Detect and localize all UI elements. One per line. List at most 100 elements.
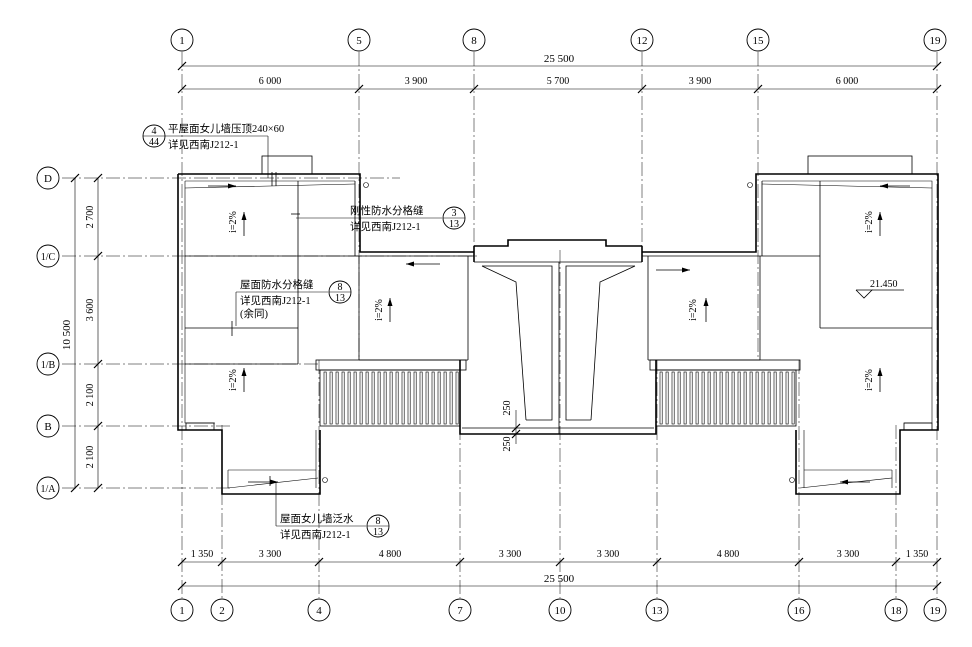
building-right-wing bbox=[642, 155, 939, 495]
note-line: 平屋面女儿墙压顶240×60 bbox=[168, 122, 284, 135]
ref-circle-bottom: 13 bbox=[335, 293, 345, 304]
balcony-bar bbox=[437, 371, 441, 425]
balcony-bar bbox=[695, 371, 699, 425]
elevation-value: 21.450 bbox=[870, 279, 898, 290]
top-dimensions: 25 500 6 000 3 900 5 700 3 900 6 000 bbox=[177, 53, 942, 94]
axis-bubble-label: 19 bbox=[930, 605, 942, 617]
bottom-dim: 3 300 bbox=[837, 549, 860, 560]
balcony-bar bbox=[761, 371, 765, 425]
balcony-bar bbox=[725, 371, 729, 425]
balcony-bar bbox=[419, 371, 423, 425]
slope-label: i=2% bbox=[864, 369, 875, 391]
balcony-bar bbox=[401, 371, 405, 425]
note-line: 详见西南J212-1 bbox=[350, 220, 421, 233]
bottom-dim: 3 300 bbox=[597, 549, 620, 560]
balcony-bar bbox=[737, 371, 741, 425]
note-rigid-joint: 刚性防水分格缝 详见西南J212-1 3 13 bbox=[296, 204, 466, 233]
slope-labels: i=2% i=2% i=2% i=2% i=2% i=2% bbox=[228, 211, 883, 392]
balcony-bar bbox=[785, 371, 789, 425]
slope-label: i=2% bbox=[864, 211, 875, 233]
balcony-right bbox=[649, 359, 801, 427]
bottom-dim: 3 300 bbox=[259, 549, 282, 560]
balcony-bar bbox=[395, 371, 399, 425]
axis-bubble-label: 7 bbox=[457, 605, 463, 617]
axis-bubble-label: 4 bbox=[316, 605, 322, 617]
bottom-dim: 1 350 bbox=[191, 549, 214, 560]
top-dim: 6 000 bbox=[836, 76, 859, 87]
balcony-bar bbox=[383, 371, 387, 425]
ref-circle-top: 3 bbox=[452, 208, 457, 219]
axis-bubble-label: 2 bbox=[219, 605, 225, 617]
slope-label: i=2% bbox=[374, 299, 385, 321]
axis-bubble-label: 1/B bbox=[41, 360, 56, 371]
note-parapet-flashing: 屋面女儿墙泛水 详见西南J212-1 8 13 bbox=[275, 482, 390, 541]
bottom-axis-bubbles: 1 2 4 7 10 13 16 18 19 bbox=[170, 598, 947, 622]
balcony-bar bbox=[365, 371, 369, 425]
building-left-wing bbox=[177, 155, 474, 495]
note-line: 详见西南J212-1 bbox=[240, 294, 311, 307]
ref-circle-bottom: 44 bbox=[149, 137, 159, 148]
bottom-dimensions: 1 350 3 300 4 800 3 300 3 300 4 800 3 30… bbox=[177, 549, 942, 591]
left-dim: 2 700 bbox=[85, 206, 96, 229]
axis-bubble-label: 5 bbox=[356, 35, 362, 47]
note-line: 刚性防水分格缝 bbox=[350, 204, 424, 217]
elevation-mark: 21.450 bbox=[855, 279, 904, 299]
balcony-bar bbox=[683, 371, 687, 425]
balcony-left bbox=[315, 359, 467, 427]
balcony-bar bbox=[791, 371, 795, 425]
balcony-bar bbox=[707, 371, 711, 425]
balcony-bar bbox=[767, 371, 771, 425]
balcony-bar bbox=[407, 371, 411, 425]
left-dim: 3 600 bbox=[85, 299, 96, 322]
top-axis-bubbles: 1 5 8 12 15 19 bbox=[170, 28, 947, 52]
balcony-bar bbox=[431, 371, 435, 425]
axis-bubble-label: 10 bbox=[555, 605, 567, 617]
ref-circle-top: 8 bbox=[338, 282, 343, 293]
balcony-bar bbox=[659, 371, 663, 425]
axis-bubble-label: 1 bbox=[179, 605, 185, 617]
ref-circle-top: 8 bbox=[376, 516, 381, 527]
axis-bubble-label: 8 bbox=[471, 35, 477, 47]
balcony-bar bbox=[335, 371, 339, 425]
axis-bubble-label: 19 bbox=[930, 35, 942, 47]
axis-bubble-label: 12 bbox=[637, 35, 648, 47]
balcony-bar bbox=[755, 371, 759, 425]
balcony-bar bbox=[671, 371, 675, 425]
balcony-bar bbox=[731, 371, 735, 425]
slope-label: i=2% bbox=[228, 211, 239, 233]
left-axis-bubbles: D 1/C 1/B B 1/A bbox=[36, 166, 60, 500]
ref-circle-bottom: 13 bbox=[449, 219, 459, 230]
axis-bubble-label: B bbox=[44, 421, 51, 433]
slope-label: i=2% bbox=[688, 299, 699, 321]
note-line: (余同) bbox=[240, 307, 268, 320]
balcony-bar bbox=[353, 371, 357, 425]
top-dim: 6 000 bbox=[259, 76, 282, 87]
balcony-bar bbox=[677, 371, 681, 425]
balcony-bar bbox=[443, 371, 447, 425]
balcony-bar bbox=[779, 371, 783, 425]
balcony-bar bbox=[425, 371, 429, 425]
left-total-dim: 10 500 bbox=[61, 319, 73, 350]
axis-bubble-label: 1 bbox=[179, 35, 185, 47]
axis-bubble-label: 1/A bbox=[41, 484, 57, 495]
balcony-bar bbox=[449, 371, 453, 425]
balcony-bar bbox=[347, 371, 351, 425]
left-dim: 2 100 bbox=[85, 384, 96, 407]
balcony-bar bbox=[719, 371, 723, 425]
top-dim: 3 900 bbox=[405, 76, 428, 87]
central-core: 250 250 bbox=[459, 239, 657, 452]
note-parapet-cap: 4 44 平屋面女儿墙压顶240×60 详见西南J212-1 bbox=[142, 122, 284, 178]
balcony-bar bbox=[743, 371, 747, 425]
top-total-dim: 25 500 bbox=[544, 53, 575, 65]
axis-bubble-label: 18 bbox=[891, 605, 903, 617]
bottom-total-dim: 25 500 bbox=[544, 573, 575, 585]
bottom-dim: 4 800 bbox=[717, 549, 740, 560]
balcony-bar bbox=[689, 371, 693, 425]
note-roof-joint: 屋面防水分格缝 详见西南J212-1 (余同) 8 13 bbox=[235, 278, 352, 326]
note-line: 屋面防水分格缝 bbox=[240, 278, 314, 291]
left-dim: 2 100 bbox=[85, 446, 96, 469]
note-line: 屋面女儿墙泛水 bbox=[280, 512, 354, 525]
bottom-dim: 1 350 bbox=[906, 549, 929, 560]
balcony-bar bbox=[413, 371, 417, 425]
